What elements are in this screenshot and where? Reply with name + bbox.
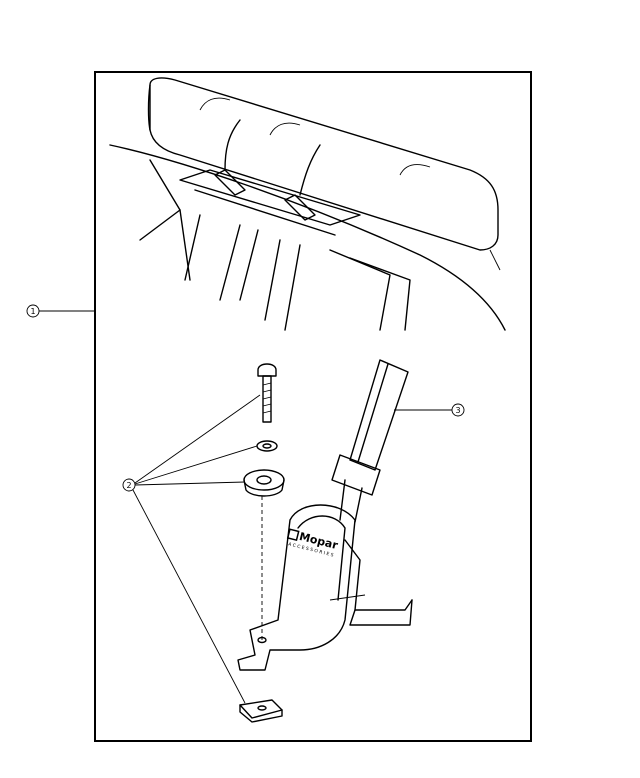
callout-3-label: 3: [455, 406, 460, 415]
diagram-frame: [94, 71, 532, 742]
tie-down-strap-bracket: [237, 359, 413, 723]
callout-1[interactable]: 1: [26, 304, 95, 318]
callout-3[interactable]: 3: [394, 403, 465, 417]
callout-1-label: 1: [30, 307, 35, 316]
callout-2-label: 2: [126, 481, 131, 490]
fastener-hardware: [243, 363, 285, 640]
mopar-logo: Mopar ACCESSORIES: [286, 528, 340, 559]
callout-2[interactable]: 2: [122, 394, 261, 704]
roof-cargo-bag-illustration: [109, 77, 506, 331]
